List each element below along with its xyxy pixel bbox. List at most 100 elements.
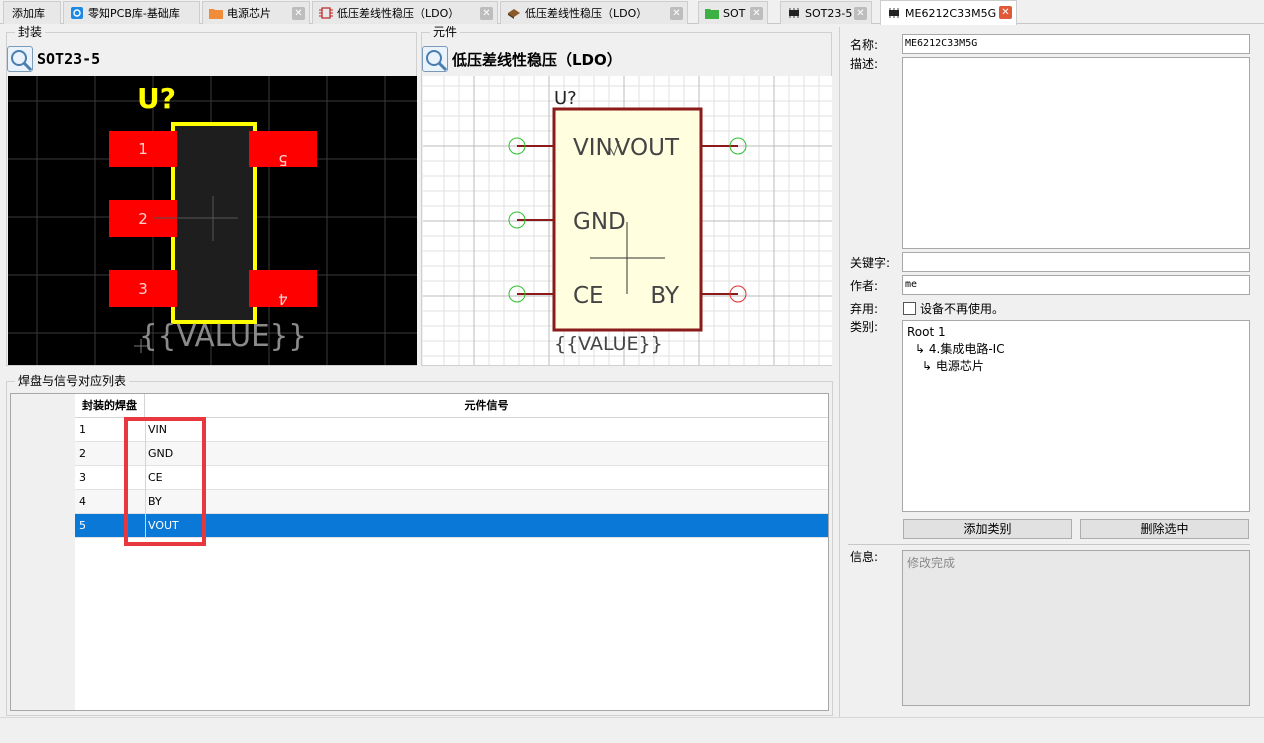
table-row-selected[interactable]: 5 VOUT [75,514,828,538]
signal-cell[interactable]: VIN [145,418,828,442]
tab-label: SOT23-5 [805,6,853,20]
add-category-button[interactable]: 添加类别 [903,519,1072,539]
info-box: 修改完成 [902,550,1250,706]
zoom-icon[interactable] [7,46,33,72]
footprint-group-title: 封装 [15,25,46,39]
author-label: 作者: [850,279,879,293]
category-label: 类别: [850,320,879,334]
properties-panel [839,27,1264,717]
pad-cell[interactable]: 3 [79,471,86,484]
keyword-field[interactable] [902,252,1250,272]
signal-cell[interactable]: VOUT [145,514,828,538]
pad-cell[interactable]: 2 [79,447,86,460]
column-header-pad[interactable]: 封装的焊盘 [75,394,145,418]
pin-label-vin: VIN [573,135,613,161]
pin-label-ce: CE [573,283,604,309]
tab-bar: 添加库 零知PCB库-基础库 电源芯片 ✕ 低压差线性稳压（LDO） ✕ 低压差… [0,0,1264,25]
close-icon[interactable]: ✕ [999,6,1012,19]
signal-cell[interactable]: CE [145,466,828,490]
tab-label: SOT [723,6,746,20]
description-field[interactable] [902,57,1250,249]
name-field[interactable]: ME6212C33M5G [902,34,1250,54]
tab-sot[interactable]: SOT ✕ [698,1,768,24]
tab-me6212c33m5g[interactable]: ME6212C33M5G ✕ [880,0,1017,25]
library-icon [70,7,84,19]
folder-icon [705,7,719,19]
tree-item-ic[interactable]: ↳ 4.集成电路-IC [915,342,1005,356]
tab-label: ME6212C33M5G [905,6,997,20]
category-tree[interactable]: Root 1 ↳ 4.集成电路-IC ↳ 电源芯片 [902,320,1250,512]
tab-label: 零知PCB库-基础库 [88,7,180,20]
tab-ldo-component[interactable]: 低压差线性稳压（LDO） ✕ [500,1,688,24]
pad-cell[interactable]: 5 [79,519,86,532]
pad-label-3: 3 [138,280,148,298]
component-group: 元件 低压差线性稳压（LDO） U? VIN VOUT GND CE BY {{… [421,25,832,366]
table-row[interactable]: 1 VIN [75,418,828,442]
pad-signal-table[interactable]: 封装的焊盘 元件信号 1 VIN 2 GND 3 CE 4 BY 5 VOUT [10,393,829,711]
tree-item-power-chip[interactable]: ↳ 电源芯片 [922,359,984,373]
deprecated-checkbox-label[interactable]: 设备不再使用。 [920,302,1005,316]
deprecated-label: 弃用: [850,302,879,316]
pin-label-gnd: GND [573,209,626,235]
deprecated-checkbox[interactable] [903,302,916,315]
footprint-header: SOT23-5 [7,42,100,76]
footprint-canvas[interactable]: 1 2 3 4 5 U? {{VALUE}} [8,76,417,365]
footprint-name: SOT23-5 [37,50,101,68]
tab-power-chip[interactable]: 电源芯片 ✕ [202,1,310,24]
tab-ldo-footprint[interactable]: 低压差线性稳压（LDO） ✕ [312,1,498,24]
keyword-label: 关键字: [850,256,891,270]
close-icon[interactable]: ✕ [480,7,493,20]
tab-add-library[interactable]: 添加库 [3,1,61,24]
description-label: 描述: [850,57,879,71]
component-icon [507,7,521,19]
symbol-value: {{VALUE}} [554,333,663,355]
pad-map-group: 焊盘与信号对应列表 [6,374,833,716]
pad-map-title: 焊盘与信号对应列表 [15,374,130,388]
table-header: 封装的焊盘 元件信号 [75,394,828,418]
signal-cell[interactable]: GND [145,442,828,466]
table-row[interactable]: 3 CE [75,466,828,490]
tab-label: 电源芯片 [227,7,271,20]
footprint-icon [787,7,801,19]
tab-label: 低压差线性稳压（LDO） [337,7,460,20]
pin-label-by: BY [650,283,680,309]
zoom-icon[interactable] [422,46,448,72]
delete-selected-button[interactable]: 删除选中 [1080,519,1249,539]
signal-cell[interactable]: BY [145,490,828,514]
close-icon[interactable]: ✕ [750,7,763,20]
pad-cell[interactable]: 4 [79,495,86,508]
tab-base-library[interactable]: 零知PCB库-基础库 [63,1,200,24]
close-icon[interactable]: ✕ [292,7,305,20]
info-text: 修改完成 [907,556,956,570]
table-row[interactable]: 4 BY [75,490,828,514]
tab-label: 低压差线性稳压（LDO） [525,7,648,20]
author-field[interactable]: me [902,275,1250,295]
pad-label-2: 2 [138,210,148,228]
tab-sot23-5[interactable]: SOT23-5 ✕ [780,1,872,24]
component-header: 低压差线性稳压（LDO） [422,42,622,76]
folder-icon [209,7,223,19]
pad-label-4: 4 [278,290,288,308]
tab-label: 添加库 [12,7,45,20]
name-label: 名称: [850,38,879,52]
info-label: 信息: [850,550,879,564]
pad-cell[interactable]: 1 [79,423,86,436]
close-icon[interactable]: ✕ [854,7,867,20]
symbol-refdes: U? [554,88,577,109]
pad-label-1: 1 [138,140,148,158]
pin-label-vout: VOUT [615,135,680,161]
footprint-refdes: U? [137,82,176,115]
chip-icon [319,7,333,19]
symbol-canvas[interactable]: U? VIN VOUT GND CE BY {{VALUE}} [423,76,832,365]
close-icon[interactable]: ✕ [670,7,683,20]
component-name: 低压差线性稳压（LDO） [452,50,622,69]
tree-item-root[interactable]: Root 1 [907,325,946,339]
row-header-column [11,394,75,710]
footprint-value: {{VALUE}} [139,319,307,354]
component-group-title: 元件 [430,25,461,39]
column-header-signal[interactable]: 元件信号 [464,399,509,412]
footprint-group: 封装 SOT23-5 1 2 3 4 5 U? {{VALUE}} [6,25,417,366]
status-bar [0,717,1264,743]
table-row[interactable]: 2 GND [75,442,828,466]
pad-label-5: 5 [278,151,288,169]
